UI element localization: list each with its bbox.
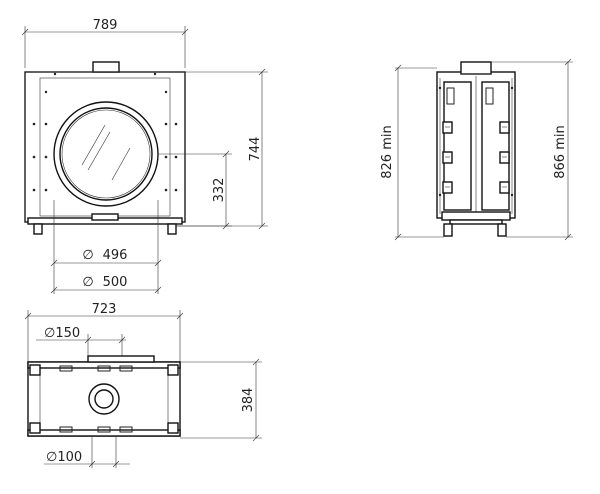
- glass-diameter-symbol-2: ∅: [82, 275, 93, 290]
- front-width-label: 789: [93, 18, 118, 33]
- glass-diameter-label-2: 500: [103, 275, 128, 290]
- glass-diameter-symbol-1: ∅: [82, 248, 93, 263]
- glass-diameter-label-1: 496: [103, 248, 128, 263]
- front-fixing-dots: [32, 72, 178, 192]
- side-height-min-dimension-2: 866 min: [491, 58, 573, 241]
- side-view: 826 min 866 min: [380, 58, 573, 241]
- glass-diameter-dimension-1: ∅ 496: [50, 200, 162, 294]
- top-air-dimension: ∅100: [44, 436, 130, 468]
- top-depth-label: 384: [241, 388, 256, 413]
- top-depth-dimension: 384: [180, 358, 262, 442]
- front-center-height-label: 332: [212, 178, 227, 203]
- top-air-label: ∅100: [46, 450, 82, 465]
- front-height-label: 744: [248, 137, 263, 162]
- top-corner-brackets: [29, 364, 179, 434]
- front-glass: [59, 107, 153, 201]
- side-height-min-dimension-1: 826 min: [380, 64, 444, 241]
- top-flue-label: ∅150: [44, 326, 80, 341]
- top-width-dimension: 723: [24, 302, 184, 364]
- front-flue-collar: [92, 61, 120, 73]
- side-vent-slots: [442, 121, 510, 194]
- front-center-height-dimension: 332: [158, 150, 232, 230]
- front-width-dimension: 789: [21, 18, 189, 68]
- top-width-label: 723: [92, 302, 117, 317]
- top-view: 723 ∅150: [24, 302, 262, 468]
- side-height-min-label-2: 866 min: [553, 125, 568, 178]
- front-height-dimension: 744: [176, 68, 268, 230]
- side-flue-collar: [460, 61, 492, 75]
- side-height-min-label-1: 826 min: [380, 125, 395, 178]
- glass-diameter-dimension-2: ∅ 500: [50, 275, 162, 294]
- front-view: 789: [21, 18, 268, 294]
